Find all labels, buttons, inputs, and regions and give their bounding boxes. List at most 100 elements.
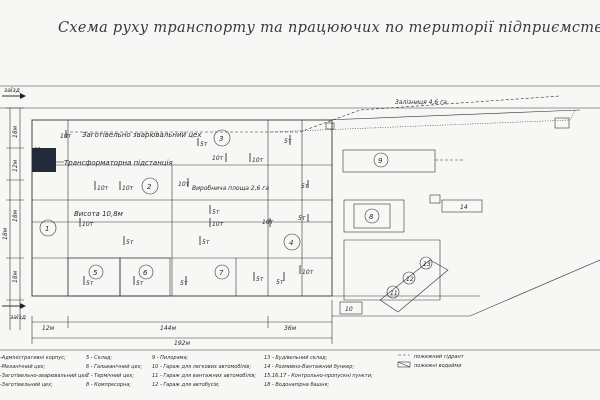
svg-text:5т: 5т (136, 280, 144, 287)
dim-bottom-2: 144м (160, 325, 176, 332)
marker-1: 1 (45, 225, 49, 233)
dim-left-5: 18м (12, 270, 19, 283)
legend-item: 12 - Гараж для автобусів; (152, 382, 220, 388)
marker-7: 7 (219, 269, 224, 277)
dim-bottom-total: 192м (174, 340, 190, 347)
svg-text:5т: 5т (86, 280, 94, 287)
crane-load: 10т (94, 181, 109, 192)
marker-11: 11 (390, 290, 398, 297)
legend-item: 10 - Гараж для легкових автомобілів; (152, 364, 251, 370)
crane-load: 10т (79, 218, 94, 228)
transformer-label: Трансформаторна підстанція (64, 159, 173, 167)
transformer-load-label: 10т (34, 147, 44, 153)
legend-col-4: 13 - Будівельний склад; 14 - Розмивно-Ва… (264, 355, 373, 388)
svg-text:10т: 10т (212, 155, 224, 162)
legend-col-2: 5 - Склад; 6 - Гальванічний цех; 7 - Тер… (86, 355, 143, 388)
crane-load: 5т (298, 214, 309, 222)
svg-text:5т: 5т (202, 239, 210, 246)
crane-load: 5т (284, 135, 292, 145)
main-building (31, 119, 333, 297)
dim-bottom-1: 12м (42, 325, 55, 332)
marker-5: 5 (93, 269, 98, 277)
svg-text:10т: 10т (60, 133, 72, 140)
crane-load: 10т (209, 218, 224, 228)
bottom-dimension-chain: 12м 144м 36м 192м (31, 316, 333, 347)
crane-load: 5т (180, 276, 188, 287)
crane-load: 5т (197, 138, 208, 148)
marker-13: 13 (423, 261, 431, 268)
production-area-label: Виробнича площа 2,6 га (192, 185, 269, 192)
svg-text:10т: 10т (97, 185, 109, 192)
legend-col-5: пожежний гідрант пожежні водойми (397, 354, 465, 369)
dim-left-4: 18м (2, 227, 9, 240)
marker-10: 10 (345, 306, 353, 313)
crane-load: 5т (123, 236, 134, 246)
legend-item: -Заготівельно-зварювальний цех. (0, 373, 89, 379)
legend-col-1: -Адміністративні корпус; -Механічний цех… (0, 355, 89, 388)
legend-item: 15,16,17 - Контрольно-пропускні пункти; (264, 373, 373, 379)
legend-item: -Адміністративні корпус; (0, 355, 66, 361)
legend-item: пожежний гідрант (414, 354, 465, 360)
legend-item: -Заготівельний цех; (0, 382, 53, 388)
crane-load: 5т (133, 276, 144, 287)
legend-item: 9 - Пилорама; (152, 355, 189, 361)
svg-text:5т: 5т (200, 141, 208, 148)
svg-text:10т: 10т (212, 221, 224, 228)
shop-procurement-label: Заготівельно зварювальний цех (82, 131, 202, 139)
crane-load: 10т (299, 265, 314, 276)
svg-text:5т: 5т (298, 215, 306, 222)
page-title: Схема руху транспорту та працюючих по те… (58, 20, 600, 36)
marker-2: 2 (147, 183, 152, 191)
crane-markers: 10т 10т 10т 10т 10т 10т 10т 10т 10т 5т 5… (60, 130, 314, 287)
legend-item: 14 - Розмивно-Вантажний бункер; (264, 364, 354, 370)
crane-load: 5т (301, 180, 309, 190)
svg-text:10т: 10т (252, 157, 264, 164)
legend-item: 13 - Будівельний склад; (264, 355, 328, 361)
svg-text:5т: 5т (126, 239, 134, 246)
crane-load: 5т (83, 276, 94, 287)
crane-load: 5т (253, 272, 264, 283)
crane-load: 10т (178, 178, 190, 188)
bottom-entrance: заїзд (2, 303, 26, 321)
svg-text:5т: 5т (276, 279, 284, 286)
marker-14: 14 (460, 204, 468, 211)
crane-load: 10т (60, 130, 72, 140)
marker-9: 9 (378, 157, 383, 165)
crane-load: 5т (209, 205, 220, 216)
svg-text:10т: 10т (82, 221, 94, 228)
top-entrance: заїзд (2, 87, 26, 99)
marker-3: 3 (219, 135, 223, 143)
crane-load: 5т (276, 272, 285, 286)
legend-item: -Механічний цех; (0, 364, 46, 370)
marker-6: 6 (143, 269, 148, 277)
crane-load: 10т (212, 153, 227, 162)
dim-bottom-3: 36м (284, 325, 297, 332)
svg-text:5т: 5т (180, 280, 188, 287)
crane-load: 10т (262, 218, 274, 227)
dim-left-1: 18м (12, 125, 19, 138)
legend-item: 18 - Водонапірна башня; (264, 382, 329, 388)
legend-col-3: 9 - Пилорама; 10 - Гараж для легкових ав… (152, 355, 256, 388)
height-label: Висота 10,8м (74, 210, 124, 218)
building-markers: 1 2 3 4 5 6 7 (39, 129, 301, 280)
legend-item: пожежні водойми (414, 363, 462, 369)
marker-4: 4 (289, 239, 293, 247)
right-area: 9 8 14 11 12 13 10 (70, 95, 600, 317)
svg-text:5т: 5т (212, 209, 220, 216)
crane-load: 10т (249, 153, 264, 164)
legend-item: 8 - Компресорна; (86, 382, 131, 388)
legend-item: 5 - Склад; (86, 355, 112, 361)
dim-left-3: 18м (12, 209, 19, 222)
svg-text:10т: 10т (178, 181, 190, 188)
svg-text:10т: 10т (262, 219, 274, 226)
svg-text:10т: 10т (302, 269, 314, 276)
legend-item: 7 - Термічний цех; (86, 373, 134, 379)
dim-left-2: 12м (12, 159, 19, 172)
svg-text:5т: 5т (301, 183, 309, 190)
transformer-substation-block (32, 148, 56, 172)
legend-item: 6 - Гальванічний цех; (86, 364, 143, 370)
rail-label: Залізниця 4,6 га (395, 99, 447, 106)
crane-load: 10т (119, 181, 134, 192)
